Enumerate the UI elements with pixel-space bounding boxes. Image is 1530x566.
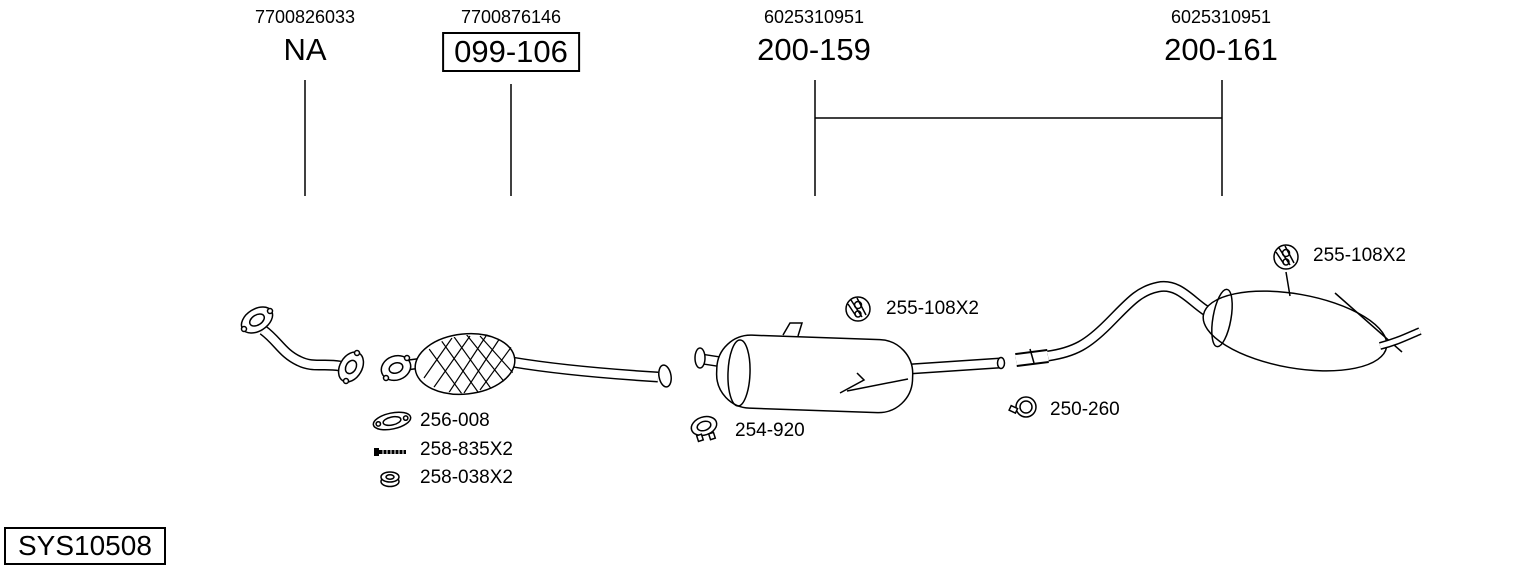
part-code: 200-159	[757, 32, 871, 67]
part-code: NA	[283, 32, 327, 67]
part-group-na: 7700826033 NA	[255, 6, 355, 68]
catalytic-converter	[380, 332, 672, 396]
middle-muffler	[694, 322, 1006, 414]
rear-muffler	[1015, 271, 1422, 372]
oe-ref-number: 6025310951	[763, 7, 865, 27]
front-pipe	[240, 306, 365, 385]
part-group-200-161: 6025310951 200-161	[1164, 6, 1278, 68]
oe-ref-number: 7700826033	[254, 7, 356, 27]
part-group-099-106: 7700876146 099-106	[442, 6, 580, 72]
system-id-badge: SYS10508	[4, 527, 166, 565]
rubber-hanger-icon	[1273, 244, 1299, 270]
callout-label: 255-108X2	[886, 298, 979, 319]
clamp-icon	[1008, 396, 1037, 418]
oe-ref-number: 7700876146	[460, 7, 562, 27]
rubber-hanger-icon	[845, 296, 871, 322]
callout-label: 254-920	[735, 420, 805, 441]
nut-icon	[380, 471, 400, 488]
callout-label: 255-108X2	[1313, 245, 1406, 266]
callout-label: 258-038X2	[420, 467, 513, 488]
oe-ref-number: 6025310951	[1170, 7, 1272, 27]
part-code: 200-161	[1164, 32, 1278, 67]
part-group-200-159: 6025310951 200-159	[757, 6, 871, 68]
leader-lines	[304, 80, 1223, 196]
clamp-icon	[688, 412, 720, 443]
callout-label: 250-260	[1050, 399, 1120, 420]
callout-label: 256-008	[420, 410, 490, 431]
bolt-icon	[374, 448, 406, 456]
part-code-boxed: 099-106	[442, 32, 580, 72]
gasket-icon	[372, 411, 412, 431]
callout-label: 258-835X2	[420, 439, 513, 460]
